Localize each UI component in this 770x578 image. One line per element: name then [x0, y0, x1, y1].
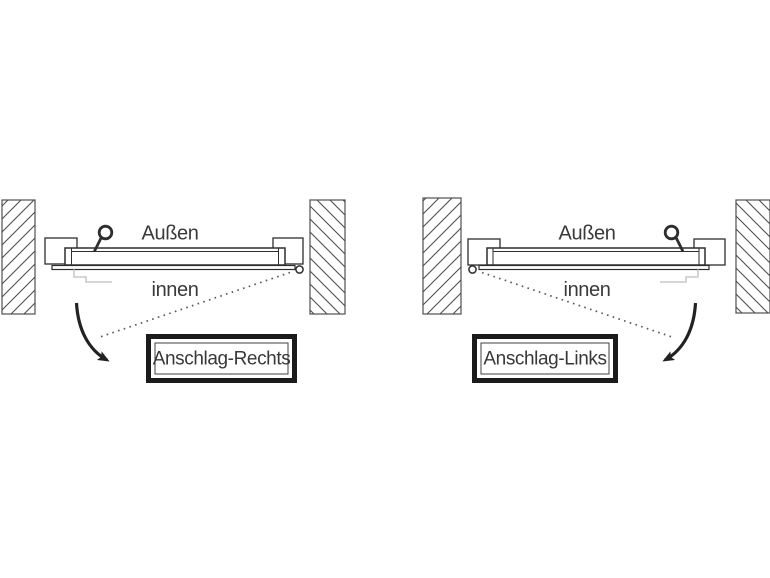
inside-label: innen [152, 279, 199, 301]
diagram-anschlag-links: Außen innen Anschlag-Links [422, 197, 770, 383]
door-leaf-detail-lines [492, 248, 700, 265]
wall-section-right [309, 199, 346, 315]
inner-handle-icon [660, 269, 699, 283]
wall-section-left [422, 197, 462, 315]
diagram-anschlag-rechts: Außen innen Anschlag-Rechts [1, 199, 346, 383]
caption-box-rechts: Anschlag-Rechts [146, 334, 297, 383]
inside-label: innen [564, 279, 611, 301]
hinge-pivot-icon [295, 265, 304, 274]
door-frame-threshold [51, 264, 296, 271]
outside-label: Außen [559, 223, 616, 245]
wall-section-right [735, 199, 770, 314]
hinge-pivot-icon [468, 265, 477, 274]
outside-label: Außen [142, 223, 199, 245]
door-leaf [64, 247, 286, 266]
door-swing-arrow [74, 302, 110, 362]
door-leaf [486, 247, 706, 266]
inner-handle-icon [73, 269, 112, 283]
caption-box-links: Anschlag-Links [472, 334, 618, 383]
caption-label: Anschlag-Links [483, 349, 606, 370]
door-knob-icon [93, 224, 114, 252]
door-knob-icon [663, 224, 684, 252]
door-frame-threshold [478, 264, 710, 271]
wall-section-left [1, 199, 36, 315]
door-leaf-detail-lines [71, 248, 279, 265]
caption-label: Anschlag-Rechts [153, 349, 291, 370]
door-swing-arrow [662, 302, 698, 362]
